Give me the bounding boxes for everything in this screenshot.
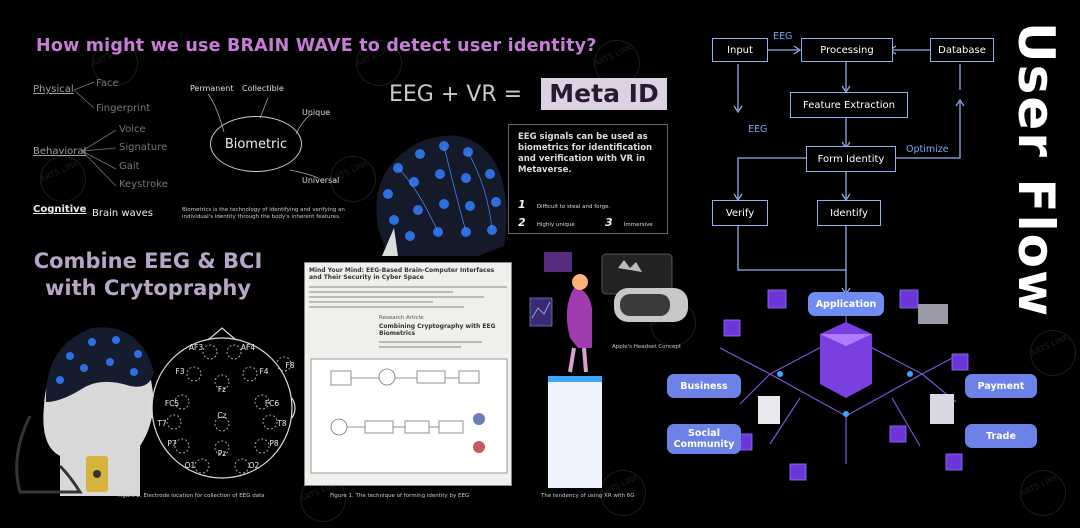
vr-illustration (529, 252, 688, 488)
benefit-number: 2 (518, 216, 526, 229)
electrode-label: O1 (185, 461, 196, 470)
electrode-label: F3 (175, 367, 184, 376)
electrode-label: FC6 (265, 399, 280, 408)
caption-technique: Figure 1. The technique of forming ident… (330, 493, 470, 499)
caption-headset: Apple's Headset Concept (612, 344, 682, 350)
eeg-benefits-text: EEG signals can be used as biometrics fo… (518, 132, 653, 175)
electrode-label: FC5 (165, 399, 180, 408)
item-voice: Voice (119, 124, 146, 135)
attr-collectible: Collectible (242, 84, 284, 93)
electrode-label: P7 (167, 439, 177, 448)
benefit-1: 1 Difficult to steal and forge. (518, 193, 610, 212)
eeg-vr-equation: EEG + VR = (389, 82, 523, 107)
flow-processing-box: Processing (801, 38, 893, 62)
item-face: Face (96, 78, 119, 89)
category-cognitive: Cognitive (33, 204, 87, 215)
flow-form-identity-box: Form Identity (806, 146, 896, 172)
eeg-benefits-box: EEG signals can be used as biometrics fo… (508, 124, 668, 234)
paper-screenshot: Mind Your Mind: EEG-Based Brain-Computer… (304, 262, 512, 486)
electrode-label: F8 (285, 361, 294, 370)
item-gait: Gait (119, 161, 140, 172)
caption-electrode: Figure 2. Electrode location for collect… (118, 493, 265, 499)
application-illustration (719, 289, 969, 481)
pill-social-community: Social Community (667, 424, 741, 454)
item-brain-waves: Brain waves (92, 208, 153, 219)
biometric-description: Biometrics is the technology of identify… (182, 207, 345, 220)
electrode-label: T7 (156, 419, 167, 428)
benefit-number: 1 (518, 198, 526, 211)
benefit-label: Highly unique (536, 222, 575, 228)
electrode-label: AF4 (241, 343, 255, 352)
flow-identify-box: Identify (817, 200, 881, 226)
electrode-label: T8 (276, 419, 287, 428)
benefit-3: 3 Immersive (605, 211, 653, 230)
pill-payment: Payment (965, 374, 1037, 398)
flow-verify-box: Verify (712, 200, 768, 226)
combine-title: Combine EEG & BCI with Crytopraphy (33, 249, 263, 300)
pill-trade: Trade (965, 424, 1037, 448)
electrode-label: Cz (217, 411, 226, 420)
flow-eeg-label-top: EEG (773, 31, 793, 42)
benefit-label: Immersive (623, 222, 653, 228)
caption-xr: The tendency of using XR with 6G (541, 493, 635, 499)
paper-research-label: Research Article (379, 315, 424, 321)
electrode-map: AF3 AF4 F3 F4 F8 Fz FC5 FC6 T7 Cz T8 P7 … (148, 327, 296, 479)
eeg-cap-image (376, 135, 507, 256)
category-behavioral: Behavioral (33, 146, 87, 157)
user-flow-title-text: User Flow (1007, 22, 1065, 319)
item-keystroke: Keystroke (119, 179, 168, 190)
pill-business: Business (667, 374, 741, 398)
benefit-2: 2 Highly unique (518, 211, 575, 230)
watermark: ARTS LINK (1012, 462, 1074, 524)
flow-optimize-label: Optimize (906, 144, 949, 155)
electrode-label: Fz (218, 385, 226, 394)
electrode-label: F4 (259, 367, 268, 376)
attr-permanent: Permanent (190, 84, 234, 93)
electrode-label: P8 (269, 439, 279, 448)
electrode-label: O2 (249, 461, 260, 470)
user-flow-title: User Flow (1003, 22, 1069, 322)
paper-research-title: Combining Cryptography with EEG Biometri… (379, 323, 496, 337)
item-signature: Signature (119, 142, 168, 153)
benefit-number: 3 (605, 216, 613, 229)
item-fingerprint: Fingerprint (96, 103, 151, 114)
flow-eeg-label-side: EEG (748, 124, 768, 135)
biometric-circle: Biometric (210, 116, 302, 172)
meta-id-badge: Meta ID (541, 78, 667, 110)
flow-input-box: Input (712, 38, 768, 62)
paper-title: Mind Your Mind: EEG-Based Brain-Computer… (309, 267, 495, 281)
attr-universal: Universal (302, 176, 340, 185)
attr-unique: Unique (302, 108, 331, 117)
flow-feature-extraction-box: Feature Extraction (790, 92, 908, 118)
electrode-label: Pz (218, 449, 227, 458)
benefit-label: Difficult to steal and forge. (536, 204, 611, 210)
eeg-mannequin-image (15, 327, 154, 496)
flow-database-box: Database (930, 38, 994, 62)
application-box: Application (808, 292, 884, 316)
paper-diagram (310, 358, 508, 474)
page-title: How might we use BRAIN WAVE to detect us… (36, 36, 597, 56)
electrode-label: AF3 (189, 343, 203, 352)
category-physical: Physical (33, 84, 74, 95)
